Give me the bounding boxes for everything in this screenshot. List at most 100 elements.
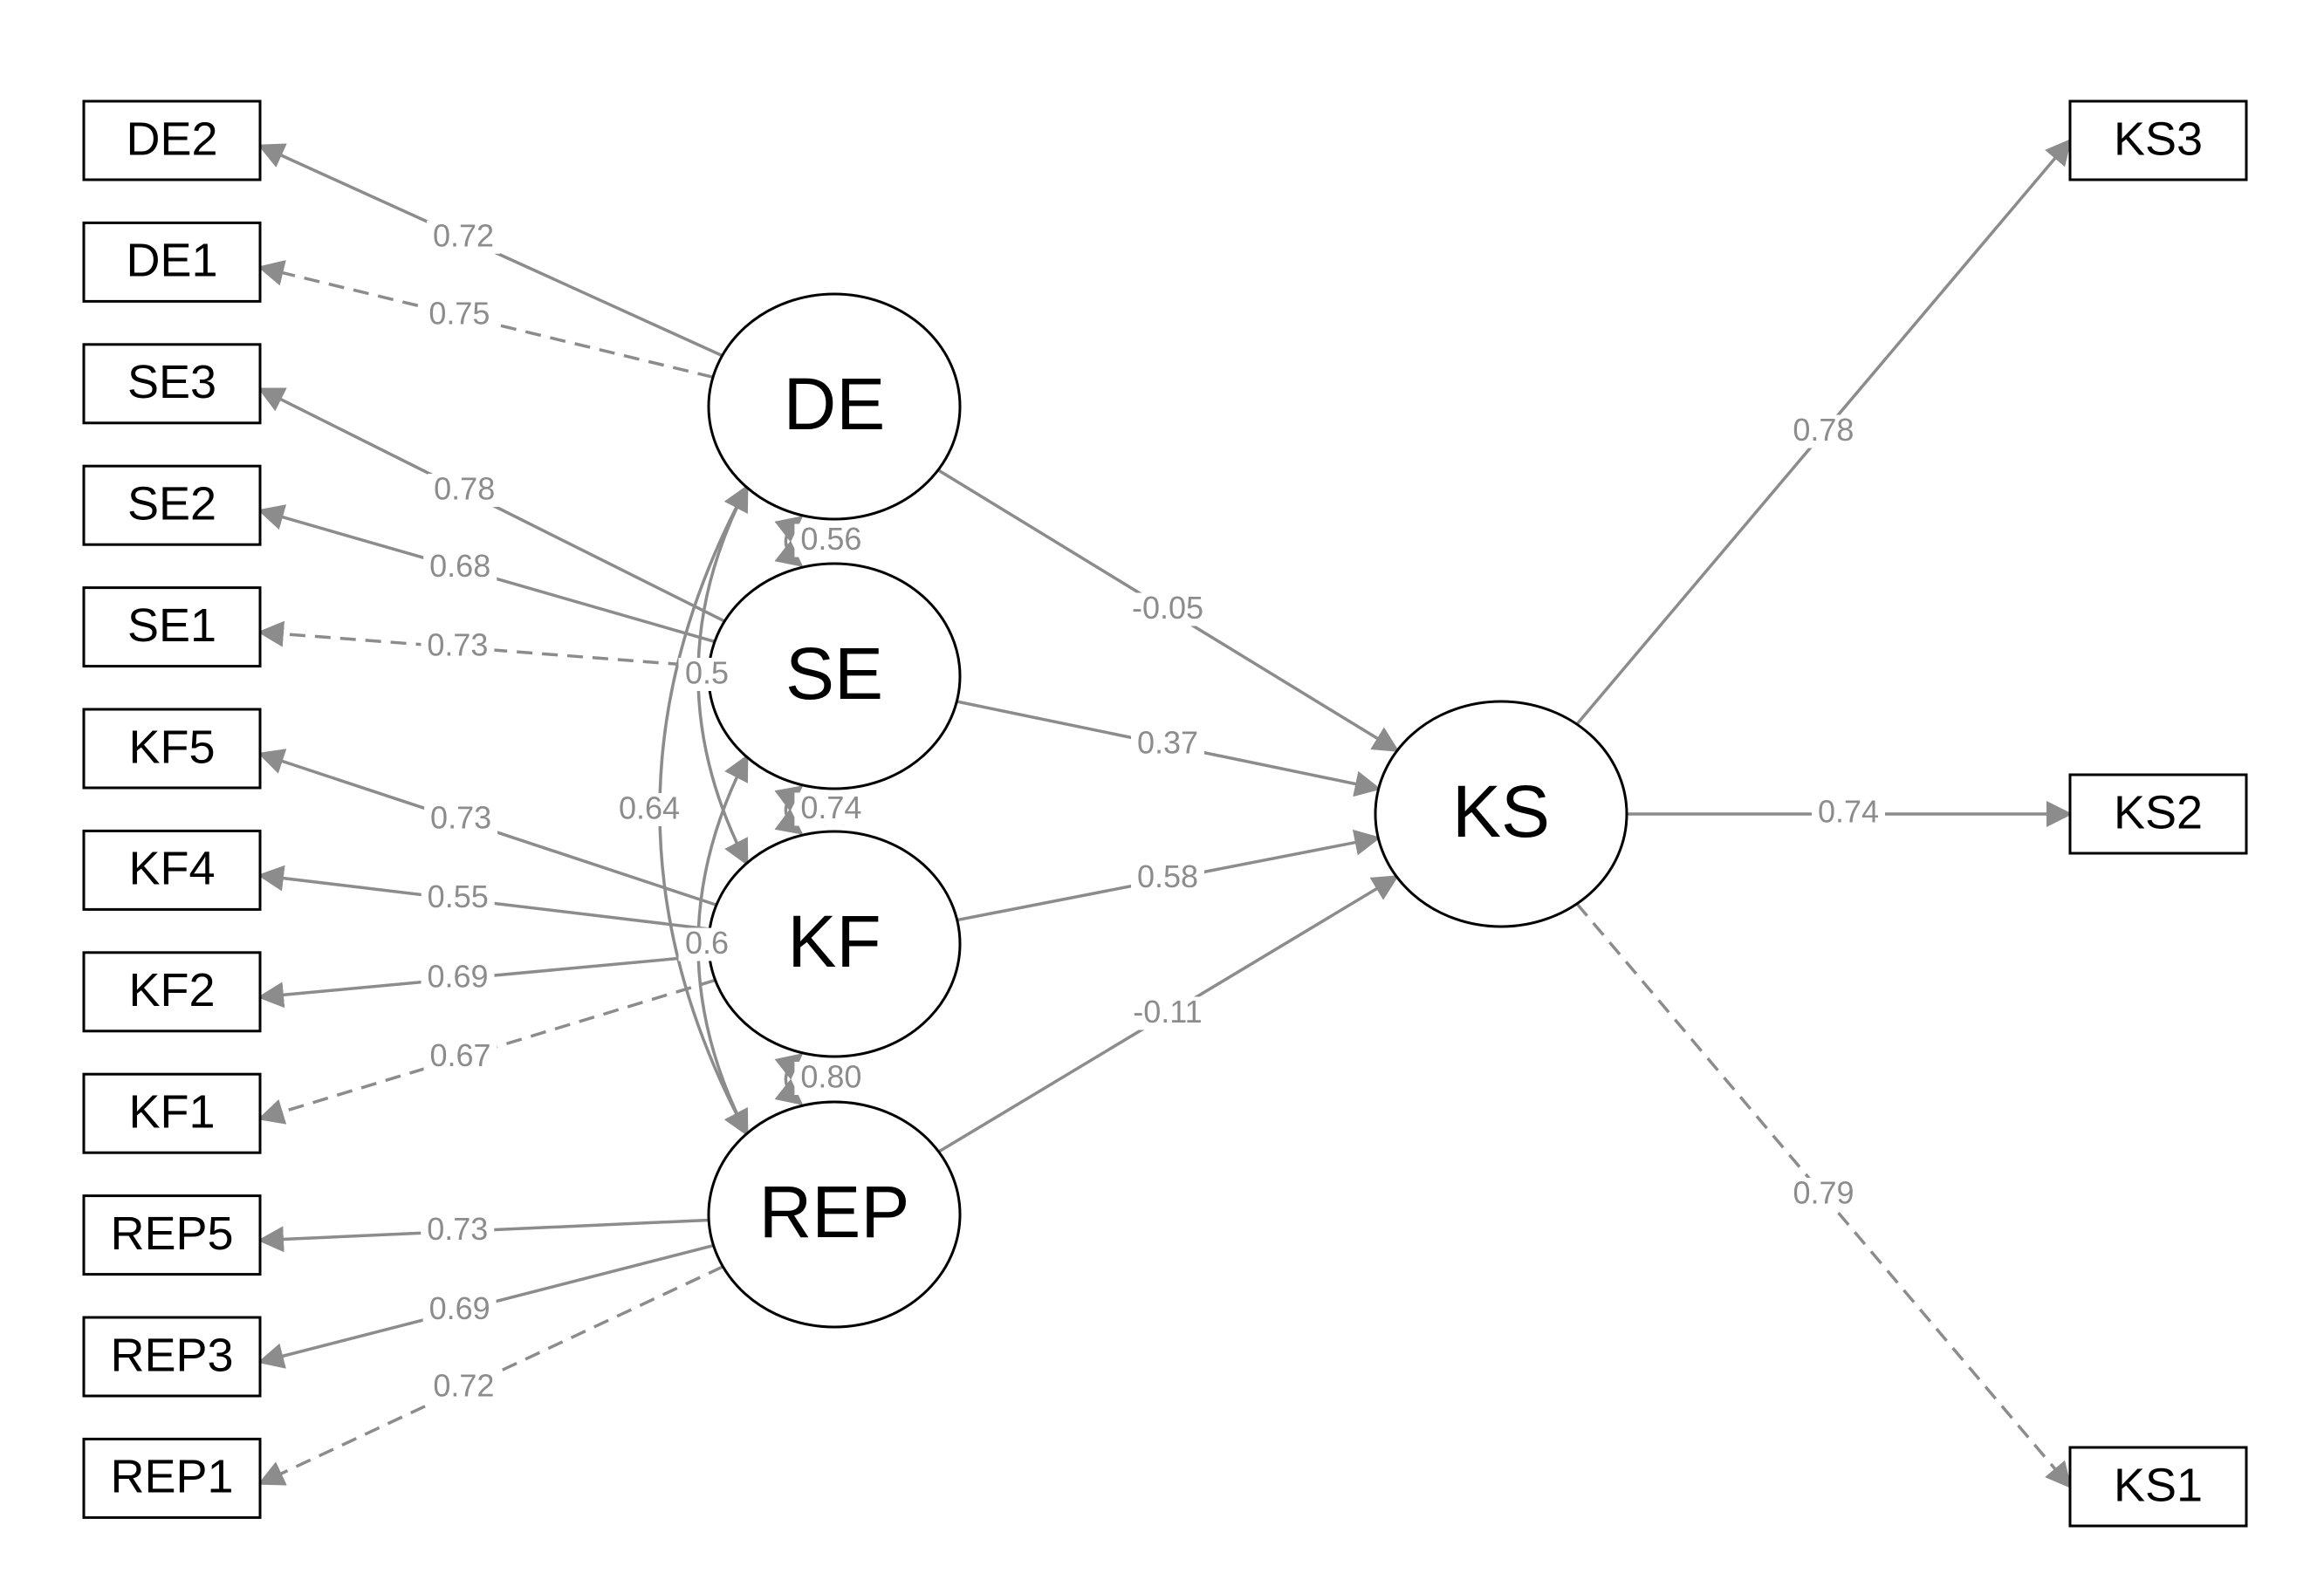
indicator-label: KF2 [128, 964, 215, 1016]
indicator-rep3: REP3 [82, 1316, 262, 1398]
indicator-label: DE2 [126, 113, 217, 165]
covariance-label-DE-REP-bg [613, 793, 686, 826]
indicator-box [82, 1316, 262, 1398]
covariance-label-DE-SE-bg [794, 523, 868, 558]
indicator-label: KF4 [128, 843, 215, 895]
loading-label-SE2-bg [423, 551, 497, 585]
indicator-label: SE1 [127, 599, 216, 652]
latent-ks: KS [1374, 700, 1628, 928]
loading-label-KF1-bg [423, 1040, 497, 1074]
path-label-REP: -0.11 [1133, 994, 1202, 1029]
indicator-kf5: KF5 [82, 708, 262, 790]
latent-rep: REP [707, 1100, 962, 1329]
indicator-box [82, 343, 262, 425]
path-label-KF-bg [1131, 861, 1204, 895]
edges-layer [257, 138, 2073, 1489]
indicator-label: KS2 [2114, 786, 2203, 838]
latent-label: KS [1452, 770, 1550, 852]
loading-label-KS3: 0.78 [1793, 412, 1854, 448]
loading-label-DE1: 0.75 [428, 295, 490, 331]
path-label-REP-bg [1122, 996, 1213, 1030]
indicator-label: KF1 [128, 1085, 215, 1138]
indicator-de1: DE1 [82, 221, 262, 303]
loading-label-REP1: 0.72 [433, 1368, 494, 1404]
indicator-se1: SE1 [82, 586, 262, 668]
indicator-ks3: KS3 [2068, 99, 2248, 181]
loading-label-REP1-bg [427, 1371, 501, 1405]
covariance-label-KF-REP: 0.80 [800, 1059, 861, 1095]
covariance-label-SE-KF: 0.74 [800, 790, 861, 825]
covariance-arc-KF-REP [774, 1053, 804, 1105]
loading-label-SE1-bg [421, 629, 495, 663]
indicator-label: DE1 [126, 235, 217, 287]
loading-label-KS2-bg [1812, 797, 1885, 830]
loading-label-KF4-bg [421, 881, 495, 915]
indicator-label: REP1 [110, 1451, 233, 1503]
loading-label-KF2-bg [421, 961, 495, 995]
covariance-label-DE-KF-bg [678, 658, 736, 691]
loading-label-KF4: 0.55 [428, 879, 489, 914]
loading-label-SE1: 0.73 [427, 626, 488, 662]
loading-label-KF5-bg [424, 803, 498, 837]
indicator-box [2068, 773, 2248, 855]
indicator-label: REP3 [110, 1329, 233, 1381]
indicator-label: KS1 [2114, 1459, 2203, 1511]
loading-label-KF5: 0.73 [430, 800, 491, 836]
covariance-label-DE-SE: 0.56 [800, 521, 861, 557]
loading-label-DE2-bg [427, 220, 501, 254]
loading-label-KF2: 0.69 [427, 958, 488, 994]
indicator-box [2068, 1446, 2248, 1528]
covariance-label-SE-KF-bg [794, 792, 868, 826]
latent-label: KF [787, 900, 881, 982]
covariance-label-DE-REP: 0.64 [619, 790, 680, 826]
indicator-box [82, 1437, 262, 1519]
loading-label-DE2: 0.72 [433, 217, 494, 253]
loading-label-KS1: 0.79 [1793, 1174, 1854, 1210]
latent-label: DE [784, 363, 886, 445]
loading-label-REP3-bg [422, 1293, 497, 1327]
indicator-box [2068, 99, 2248, 181]
latent-ellipse [1374, 700, 1628, 928]
edge-labels-layer: 0.720.750.780.680.730.730.550.690.670.73… [421, 217, 1885, 1405]
indicator-label: KF5 [128, 721, 215, 773]
indicator-kf4: KF4 [82, 829, 262, 911]
loading-label-REP5-bg [421, 1214, 495, 1248]
indicator-de2: DE2 [82, 99, 262, 181]
indicator-se3: SE3 [82, 343, 262, 425]
indicator-label: KS3 [2114, 113, 2203, 165]
indicator-box [82, 829, 262, 911]
indicator-box [82, 99, 262, 181]
path-label-SE-bg [1131, 728, 1204, 761]
loading-label-SE3-bg [428, 473, 502, 507]
indicator-label: SE2 [127, 477, 216, 530]
loading-label-SE2: 0.68 [429, 548, 490, 584]
loading-label-SE3: 0.78 [434, 470, 495, 506]
indicator-se2: SE2 [82, 464, 262, 546]
indicator-box [82, 951, 262, 1033]
path-label-SE: 0.37 [1137, 725, 1198, 761]
indicator-kf2: KF2 [82, 951, 262, 1033]
indicator-box [82, 221, 262, 303]
indicator-rep1: REP1 [82, 1437, 262, 1519]
latent-ellipse [707, 1100, 962, 1329]
covariance-label-DE-KF: 0.5 [685, 655, 729, 691]
loading-label-REP5: 0.73 [427, 1211, 488, 1247]
loading-label-KS3-bg [1786, 414, 1861, 448]
latent-kf: KF [707, 830, 962, 1058]
covariance-arc-SE-KF [774, 785, 804, 835]
indicator-ks1: KS1 [2068, 1446, 2248, 1528]
indicator-box [82, 708, 262, 790]
latent-label: REP [759, 1171, 910, 1253]
loading-label-REP3: 0.69 [429, 1290, 490, 1326]
covariance-arc-DE-SE [774, 516, 804, 567]
indicator-rep5: REP5 [82, 1194, 262, 1276]
indicator-box [82, 1194, 262, 1276]
path-label-DE-bg [1122, 592, 1213, 626]
covariance-label-KF-REP-bg [794, 1062, 868, 1095]
indicator-ks2: KS2 [2068, 773, 2248, 855]
latent-label: SE [785, 633, 883, 715]
latent-de: DE [707, 292, 962, 521]
covariance-label-SE-REP: 0.6 [685, 925, 729, 961]
